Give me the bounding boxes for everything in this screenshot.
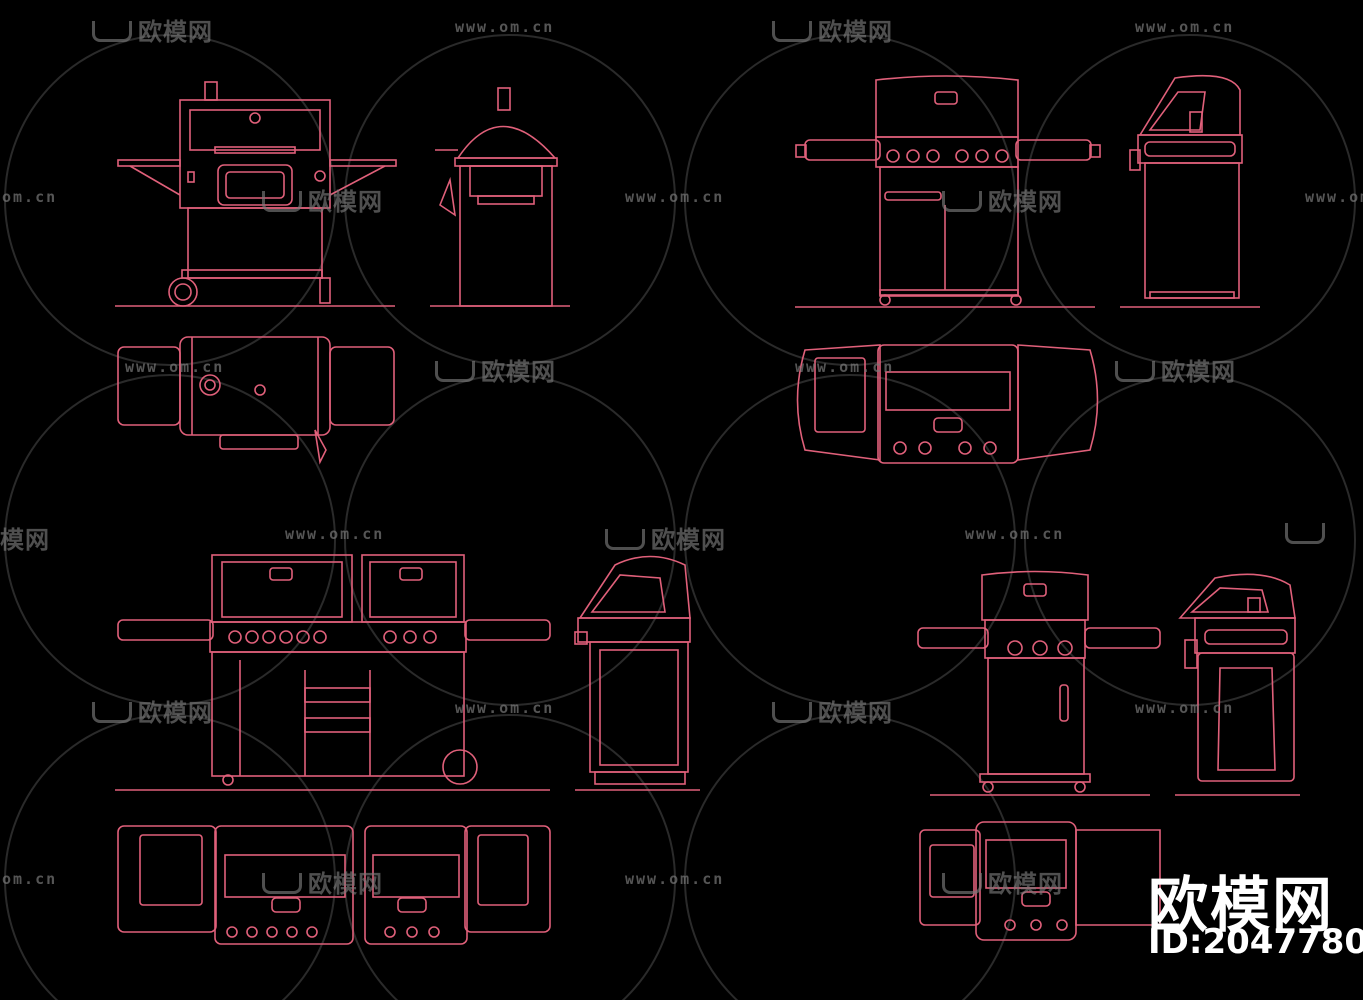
watermark-url: www.om.cn [285,525,385,543]
watermark-brand-cut: 模网 [0,526,50,554]
grill3-top-view [117,825,551,945]
sofa-logo-icon [92,702,132,723]
watermark-brand: 欧模网 [942,182,1063,217]
corner-brand-name: 欧模网 [1148,871,1334,941]
watermark-url: www.om.cn [1135,18,1235,36]
grill4-front-view [917,570,1161,796]
watermark-url: www.om.cn [795,358,895,376]
grill2-front-view [795,75,1101,308]
watermark-circles [4,34,1356,1000]
grill3-side-view [574,555,700,791]
grill2-top-view [796,344,1099,464]
watermark-url: www.om.cn [625,188,725,206]
watermark-url: www.om.cn [625,870,725,888]
watermark-url-cut: om.cn [2,870,58,888]
sofa-logo-icon [772,702,812,723]
grill3-front-view [115,554,551,791]
grill2-side-view [1120,74,1260,308]
sofa-logo-icon [435,361,475,382]
watermark-url: www.om.cn [455,18,555,36]
grill4-top-view [919,821,1161,941]
sofa-logo-icon [605,529,645,550]
watermark-url: www.om.cn [125,358,225,376]
sofa-logo-icon [772,21,812,42]
sofa-logo-icon [942,873,982,894]
watermark-brand: 欧模网 [92,12,213,47]
sofa-logo-icon [1285,523,1325,544]
watermark-url: www.om.cn [1135,699,1235,717]
watermark-brand: 欧模网 [435,352,556,387]
watermark-brand: 欧模网 [772,693,893,728]
corner-brand-id: ID:2047780 [1148,922,1363,962]
watermark-brand: 欧模网 [262,182,383,217]
watermark-brand-cut [1285,520,1331,548]
watermark-brand: 欧模网 [605,520,726,555]
watermark-url-cut: om.cn [2,188,58,206]
grill1-side-view [430,87,570,307]
grill4-side-view [1175,573,1300,796]
watermark-url: www.om.cn [455,699,555,717]
watermark-brand: 欧模网 [1115,352,1236,387]
grill1-top-view [117,336,395,465]
sofa-logo-icon [942,191,982,212]
watermark-url: www.om.cn [965,525,1065,543]
sofa-logo-icon [1115,361,1155,382]
sofa-logo-icon [262,873,302,894]
watermark-url-cut: www.om.cn [1305,188,1363,206]
grill1-front-view [115,81,397,307]
watermark-brand: 欧模网 [772,12,893,47]
watermark-brand: 欧模网 [262,864,383,899]
sofa-logo-icon [262,191,302,212]
watermark-brand: 欧模网 [942,864,1063,899]
watermark-brand: 欧模网 [92,693,213,728]
sofa-logo-icon [92,21,132,42]
